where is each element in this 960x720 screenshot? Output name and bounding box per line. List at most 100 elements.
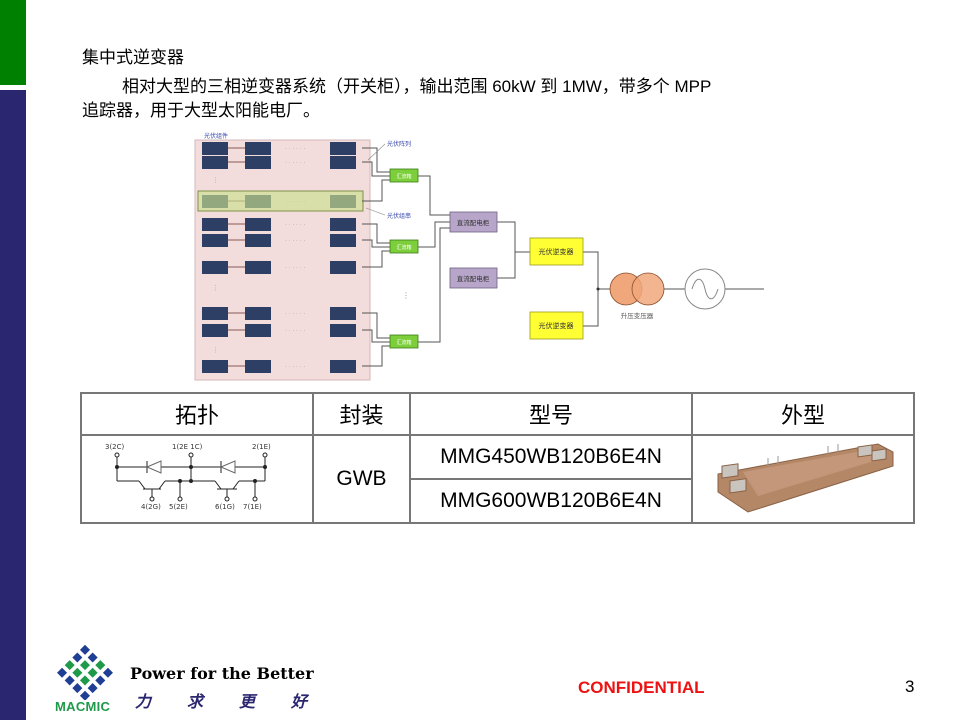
pv-row-ellipsis: ⋮ [212,285,219,292]
svg-text:直流配电柜: 直流配电柜 [457,274,490,283]
pv-array-panel [194,139,371,381]
svg-text:光伏逆变器: 光伏逆变器 [539,247,574,256]
pv-module [245,156,271,169]
pv-module [245,218,271,231]
pv-module [330,234,356,247]
table-row: 3(2C) 1(2E 1C) 2(1E) 4(2G) 5(2E) 6(1G) 7… [80,434,915,524]
pv-module-ellipsis: · · · · · · [285,238,305,244]
logo-tile [79,644,91,655]
label-pv-module: 光伏组件 [204,132,228,140]
svg-text:6(1G): 6(1G) [215,503,235,511]
header-topology: 拓扑 [80,392,314,436]
pv-module [330,324,356,337]
slide-paragraph: 相对大型的三相逆变器系统（开关柜），输出范围 60kW 到 1MW，带多个 MP… [82,75,902,123]
topology-cell: 3(2C) 1(2E 1C) 2(1E) 4(2G) 5(2E) 6(1G) 7… [80,434,314,524]
step-up-transformer: 升压变压器 [609,272,665,320]
svg-text:7(1E): 7(1E) [243,503,262,511]
svg-text:⋮: ⋮ [402,291,410,300]
product-spec-table: 拓扑 封装 型号 外型 3(2C) 1(2E 1C) 2(1E) 4(2G) 5… [80,392,915,524]
pv-module-ellipsis: · · · · · · [285,160,305,166]
logo-tile [95,675,106,686]
page-number: 3 [905,677,915,696]
combiner-box-3: 汇流箱 [389,334,419,349]
macmic-logo [55,640,115,718]
logo-text: MACMIC [55,699,111,714]
logo-tile [102,667,113,678]
pv-system-diagram: 光伏组件 · · · · · · · · · · · · · · · · · · · … [190,130,770,382]
package-cell: GWB [312,434,411,524]
pv-module [202,261,228,274]
pv-module-ellipsis: · · · · · · [285,364,305,370]
logo-tile [57,667,68,678]
pv-module [202,324,228,337]
label-pv-string: 光伏组串 [387,212,411,220]
svg-text:2(1E): 2(1E) [252,443,271,451]
pv-module [330,261,356,274]
dc-cabinet-1: 直流配电柜 [449,211,498,233]
svg-text:汇流箱: 汇流箱 [396,244,411,251]
pv-row-ellipsis: ⋮ [212,177,219,184]
pv-module [202,156,228,169]
svg-text:1(2E 1C): 1(2E 1C) [172,443,203,451]
pv-module-ellipsis: · · · · · · [285,222,305,228]
confidential-label: CONFIDENTIAL [578,678,705,697]
logo-tile [72,683,83,694]
logo-tile [79,675,91,686]
appearance-cell [691,434,915,524]
igbt-module-image [717,443,894,513]
ac-grid-symbol [684,268,726,310]
paragraph-line-2: 追踪器，用于大型太阳能电厂。 [82,101,320,120]
pv-module [202,218,228,231]
logo-tile [95,660,106,671]
pv-module [245,360,271,373]
logo-tile [64,675,75,686]
pv-module [330,142,356,155]
pv-row-ellipsis: ⋮ [212,347,219,354]
half-bridge-circuit-icon: 3(2C) 1(2E 1C) 2(1E) 4(2G) 5(2E) 6(1G) 7… [105,443,271,511]
pv-module [202,142,228,155]
table-row: MMG600WB120B6E4N [81,478,914,524]
svg-text:升压变压器: 升压变压器 [621,311,654,320]
svg-text:汇流箱: 汇流箱 [396,339,411,346]
svg-text:5(2E): 5(2E) [169,503,188,511]
model-cell-2: MMG600WB120B6E4N [409,478,693,524]
pv-module [245,142,271,155]
pv-module-ellipsis: · · · · · · [285,311,305,317]
logo-tile [72,652,83,663]
table-header-row: 拓扑 封装 型号 外型 [80,392,915,436]
pv-module [202,234,228,247]
logo-tile [87,667,98,678]
dc-cabinet-2: 直流配电柜 [449,267,498,289]
pv-module [245,261,271,274]
pv-string-highlight [197,190,364,212]
pv-module-ellipsis: · · · · · · [285,265,305,271]
pv-module [245,307,271,320]
logo-tile [87,652,98,663]
pv-module [330,156,356,169]
label-pv-array: 光伏阵列 [387,140,411,148]
pv-module [330,307,356,320]
logo-tile [79,660,91,671]
logo-tile [64,660,75,671]
pv-module [330,360,356,373]
svg-text:汇流箱: 汇流箱 [396,173,411,180]
pv-module-ellipsis: · · · · · · [285,328,305,334]
svg-text:3(2C): 3(2C) [105,443,125,451]
pv-inverter-1: 光伏逆变器 [529,237,584,266]
header-package: 封装 [312,392,411,436]
svg-text:直流配电柜: 直流配电柜 [457,218,490,227]
slogan-chinese: 力求更好 [135,694,308,711]
svg-text:4(2G): 4(2G) [141,503,161,511]
header-appearance: 外型 [691,392,915,436]
pv-module [202,360,228,373]
pv-module [330,218,356,231]
combiner-box-1: 汇流箱 [389,168,419,183]
pv-inverter-2: 光伏逆变器 [529,311,584,340]
combiner-box-2: 汇流箱 [389,239,419,254]
accent-bar-green [0,0,26,85]
pv-module [245,234,271,247]
model-cell-1: MMG450WB120B6E4N [409,434,693,480]
pv-module-ellipsis: · · · · · · [285,146,305,152]
pv-module [202,307,228,320]
accent-bar-blue [0,90,26,720]
